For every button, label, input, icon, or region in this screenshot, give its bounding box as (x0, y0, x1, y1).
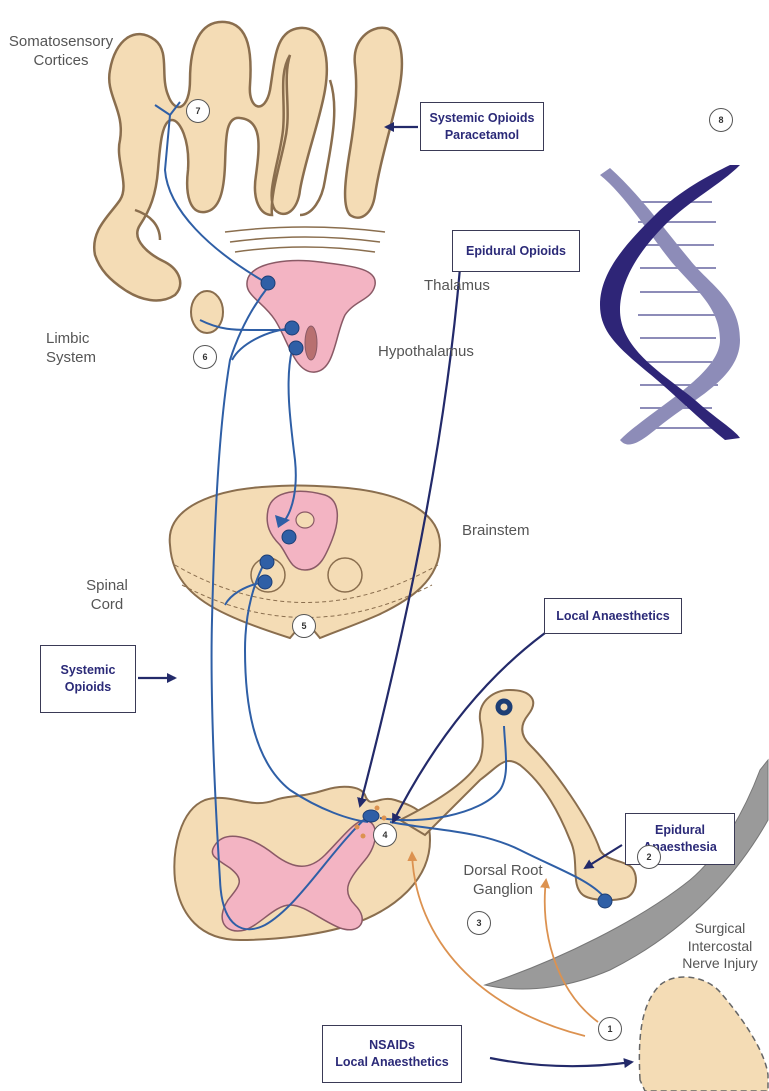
step-marker-1: 1 (598, 1017, 622, 1041)
box-local-anaesthetics: Local Anaesthetics (544, 598, 682, 634)
step-marker-6: 6 (193, 345, 217, 369)
injured-tissue (639, 977, 768, 1091)
box-nsaids-local-anaesthetics: NSAIDs Local Anaesthetics (322, 1025, 462, 1083)
label-hypothalamus: Hypothalamus (378, 343, 474, 362)
box-systemic-opioids: Systemic Opioids (40, 645, 136, 713)
label-spinal-cord: Spinal Cord (82, 577, 132, 615)
step-marker-5: 5 (292, 614, 316, 638)
somatosensory-cortex (94, 22, 402, 301)
spinal-cord-section (174, 690, 636, 940)
step-marker-8: 8 (709, 108, 733, 132)
step-marker-4: 4 (373, 823, 397, 847)
step-marker-3: 3 (467, 911, 491, 935)
label-thalamus: Thalamus (424, 277, 490, 296)
hypothalamus-nucleus (305, 326, 317, 360)
label-somatosensory-cortices: Somatosensory Cortices (6, 33, 116, 71)
step-marker-7: 7 (186, 99, 210, 123)
label-brainstem: Brainstem (462, 522, 530, 541)
label-limbic-system: Limbic System (46, 330, 96, 368)
box-systemic-opioids-paracetamol: Systemic Opioids Paracetamol (420, 102, 544, 151)
label-surgical-nerve-injury: Surgical Intercostal Nerve Injury (670, 920, 769, 973)
step-marker-2: 2 (637, 845, 661, 869)
arrow-nsaids (490, 1058, 632, 1066)
dna-helix (600, 165, 740, 445)
label-dorsal-root-ganglion: Dorsal Root Ganglion (448, 862, 558, 900)
box-epidural-opioids: Epidural Opioids (452, 230, 580, 272)
